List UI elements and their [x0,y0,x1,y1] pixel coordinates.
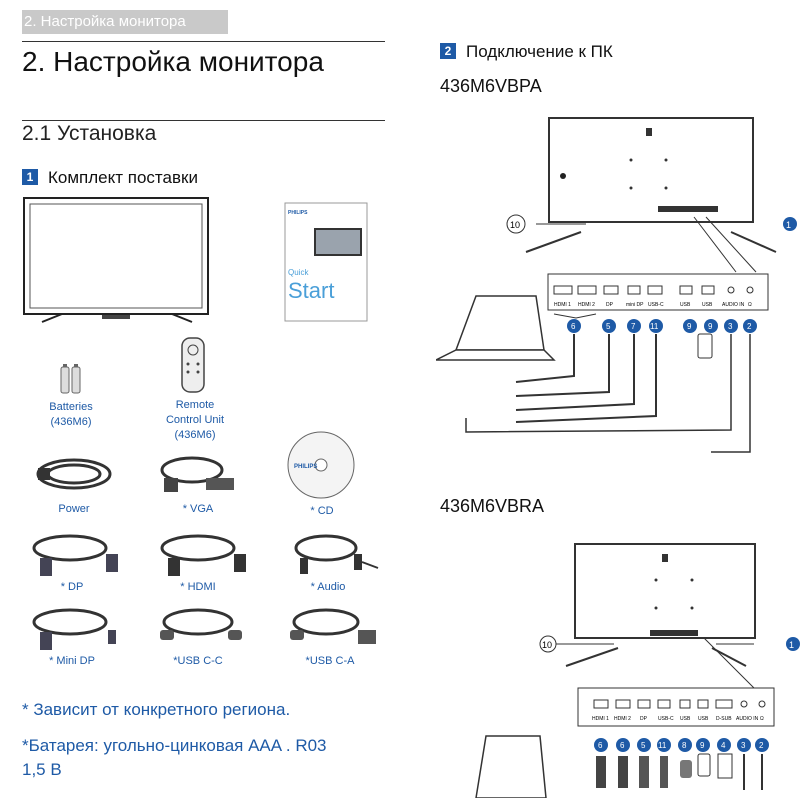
svg-text:2: 2 [759,741,764,750]
svg-text:USB: USB [680,716,691,722]
quick-start-line1: Quick [288,268,309,277]
model-name-2: 436M6VBRA [440,496,545,516]
monitor-front-illustration [23,197,209,323]
port-number-badges-2: 6 6 5 11 8 9 4 3 2 [594,738,769,752]
svg-text:USB: USB [702,302,713,308]
caption-hdmi: * HDMI [180,581,216,593]
svg-text:mini DP: mini DP [626,302,644,308]
svg-text:9: 9 [708,322,713,331]
svg-text:D-SUB: D-SUB [716,716,732,722]
svg-text:7: 7 [631,322,636,331]
callout-left-text: 10 [510,220,520,230]
caption-cd: * CD [310,505,334,517]
package-heading: 1 Комплект поставки [22,168,198,188]
svg-text:8: 8 [682,741,687,750]
svg-text:PHILIPS: PHILIPS [288,210,308,216]
svg-text:HDMI 2: HDMI 2 [614,716,631,722]
svg-text:3: 3 [741,741,746,750]
section-tab: 2. Настройка монитора [22,10,228,34]
step-badge-1: 1 [22,169,38,185]
svg-text:HDMI 1: HDMI 1 [592,716,609,722]
svg-text:11: 11 [650,322,659,331]
minidp-cable-icon [32,608,116,650]
caption-dp: * DP [60,581,84,593]
model-name-1: 436M6VBPA [440,76,542,96]
battery-icon [60,364,81,394]
callout-right-text: 1 [786,220,791,230]
cd-icon: PHILIPS [287,431,355,499]
region-note: * Зависит от конкретного региона. [22,700,291,719]
svg-text:9: 9 [700,741,705,750]
callout-right-text-2: 1 [789,640,794,650]
svg-text:2: 2 [747,322,752,331]
caption-usbcc: *USB C-C [173,655,223,667]
connection-diagram-1: 10 1 HDMI 1 HDMI 2 DP mini DP USB-C USB … [436,117,797,453]
svg-text:USB-C: USB-C [648,302,664,308]
svg-text:6: 6 [598,741,603,750]
svg-text:AUDIO IN: AUDIO IN [722,302,745,308]
svg-text:Ω: Ω [748,302,752,308]
svg-text:DP: DP [640,716,648,722]
svg-text:11: 11 [658,741,667,750]
caption-remote: Remote Control Unit (436M6) [165,399,225,441]
power-cable-icon [36,458,112,490]
caption-audio: * Audio [310,581,346,593]
svg-text:4: 4 [721,741,726,750]
audio-cable-icon [294,534,379,574]
caption-usbca: *USB C-A [305,655,355,667]
svg-text:Ω: Ω [760,716,764,722]
remote-control-icon [181,337,205,393]
svg-text:6: 6 [571,322,576,331]
cd-brand-text: PHILIPS [294,464,317,470]
svg-text:5: 5 [606,322,611,331]
caption-power: Power [58,503,90,515]
svg-text:DP: DP [606,302,614,308]
quick-start-line2: Start [288,278,335,303]
usbcc-cable-icon [160,608,242,640]
subtitle-rule [22,120,385,121]
svg-text:5: 5 [641,741,646,750]
caption-minidp: * Mini DP [49,655,95,667]
package-heading-text: Комплект поставки [48,168,198,187]
page-title: 2. Настройка монитора [22,46,324,77]
svg-text:6: 6 [620,741,625,750]
connect-heading-text: Подключение к ПК [466,42,613,61]
port-number-badges-1: 6 5 7 11 9 9 3 2 [567,319,757,333]
port-labels-1: HDMI 1 HDMI 2 DP mini DP USB-C USB USB A… [553,285,754,308]
svg-text:HDMI 1: HDMI 1 [554,302,571,308]
title-rule [22,41,385,42]
connect-heading: 2 Подключение к ПК [440,42,613,62]
vga-cable-icon [160,456,234,492]
caption-vga: * VGA [182,503,214,515]
svg-text:AUDIO IN: AUDIO IN [736,716,759,722]
usbca-cable-icon [290,608,376,644]
page-subtitle: 2.1 Установка [22,122,157,145]
svg-text:USB: USB [680,302,691,308]
port-labels-2: HDMI 1 HDMI 2 DP USB-C USB USB D-SUB AUD… [592,699,766,722]
svg-text:3: 3 [728,322,733,331]
battery-note: *Батарея: угольно-цинковая AAA . R03 1,5… [22,736,327,779]
connection-diagram-2: 10 1 HDMI 1 HDMI 2 DP USB-C USB USB D-SU… [475,543,800,798]
svg-text:USB: USB [698,716,709,722]
step-badge-2: 2 [440,43,456,59]
quick-start-booklet: PHILIPS [284,202,368,322]
svg-text:USB-C: USB-C [658,716,674,722]
dp-cable-icon [32,534,118,576]
svg-text:HDMI 2: HDMI 2 [578,302,595,308]
callout-left-text-2: 10 [542,640,552,650]
hdmi-cable-icon [160,534,246,576]
svg-text:9: 9 [687,322,692,331]
caption-batteries: Batteries (436M6) [49,401,93,428]
